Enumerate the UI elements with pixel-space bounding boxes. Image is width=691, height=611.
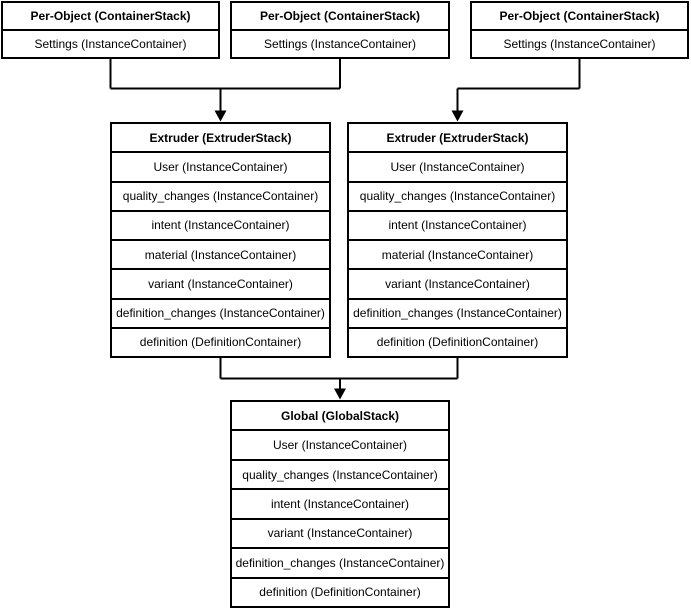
container-row: quality_changes (InstanceContainer)	[112, 183, 329, 212]
container-row: material (InstanceContainer)	[349, 241, 566, 271]
connector-perobject12-to-extruder1	[109, 59, 341, 112]
node-global-stack: Global (GlobalStack) User (InstanceConta…	[230, 400, 450, 608]
container-row: definition (DefinitionContainer)	[376, 335, 539, 350]
container-row: variant (InstanceContainer)	[349, 270, 566, 300]
node-title: Per-Object (ContainerStack)	[232, 3, 448, 31]
node-title: Global (GlobalStack)	[232, 402, 448, 432]
arrowhead-extruder2	[451, 110, 464, 122]
node-per-object-stack-1: Per-Object (ContainerStack) Settings (In…	[1, 1, 220, 59]
container-row: intent (InstanceContainer)	[112, 212, 329, 241]
node-per-object-stack-3: Per-Object (ContainerStack) Settings (In…	[470, 1, 689, 59]
container-row: User (InstanceContainer)	[112, 153, 329, 183]
container-row: User (InstanceContainer)	[349, 153, 566, 183]
container-row: definition_changes (InstanceContainer)	[349, 300, 566, 329]
container-row: quality_changes (InstanceContainer)	[232, 461, 448, 491]
node-extruder-stack-1: Extruder (ExtruderStack) User (InstanceC…	[110, 122, 331, 358]
connector-extruders-to-global	[219, 358, 459, 390]
container-row: definition_changes (InstanceContainer)	[232, 549, 448, 579]
container-row: definition (DefinitionContainer)	[139, 335, 302, 350]
container-row: quality_changes (InstanceContainer)	[349, 183, 566, 212]
node-title: Extruder (ExtruderStack)	[349, 124, 566, 154]
node-extruder-stack-2: Extruder (ExtruderStack) User (InstanceC…	[347, 122, 568, 358]
node-title: Extruder (ExtruderStack)	[112, 124, 329, 154]
node-title: Per-Object (ContainerStack)	[472, 3, 687, 31]
container-row: definition (DefinitionContainer)	[259, 585, 421, 600]
container-row: variant (InstanceContainer)	[112, 270, 329, 300]
container-row: intent (InstanceContainer)	[349, 212, 566, 241]
container-row: definition_changes (InstanceContainer)	[112, 300, 329, 329]
connector-perobject3-to-extruder2	[456, 59, 581, 112]
container-row: Settings (InstanceContainer)	[263, 37, 417, 51]
container-row: material (InstanceContainer)	[112, 241, 329, 271]
node-per-object-stack-2: Per-Object (ContainerStack) Settings (In…	[230, 1, 450, 59]
container-row: Settings (InstanceContainer)	[503, 37, 656, 51]
container-row: User (InstanceContainer)	[232, 431, 448, 461]
container-row: variant (InstanceContainer)	[232, 520, 448, 550]
arrowhead-extruder1	[214, 110, 227, 122]
container-row: Settings (InstanceContainer)	[34, 37, 187, 51]
arrowhead-global	[334, 388, 346, 400]
node-title: Per-Object (ContainerStack)	[3, 3, 218, 31]
container-row: intent (InstanceContainer)	[232, 490, 448, 520]
